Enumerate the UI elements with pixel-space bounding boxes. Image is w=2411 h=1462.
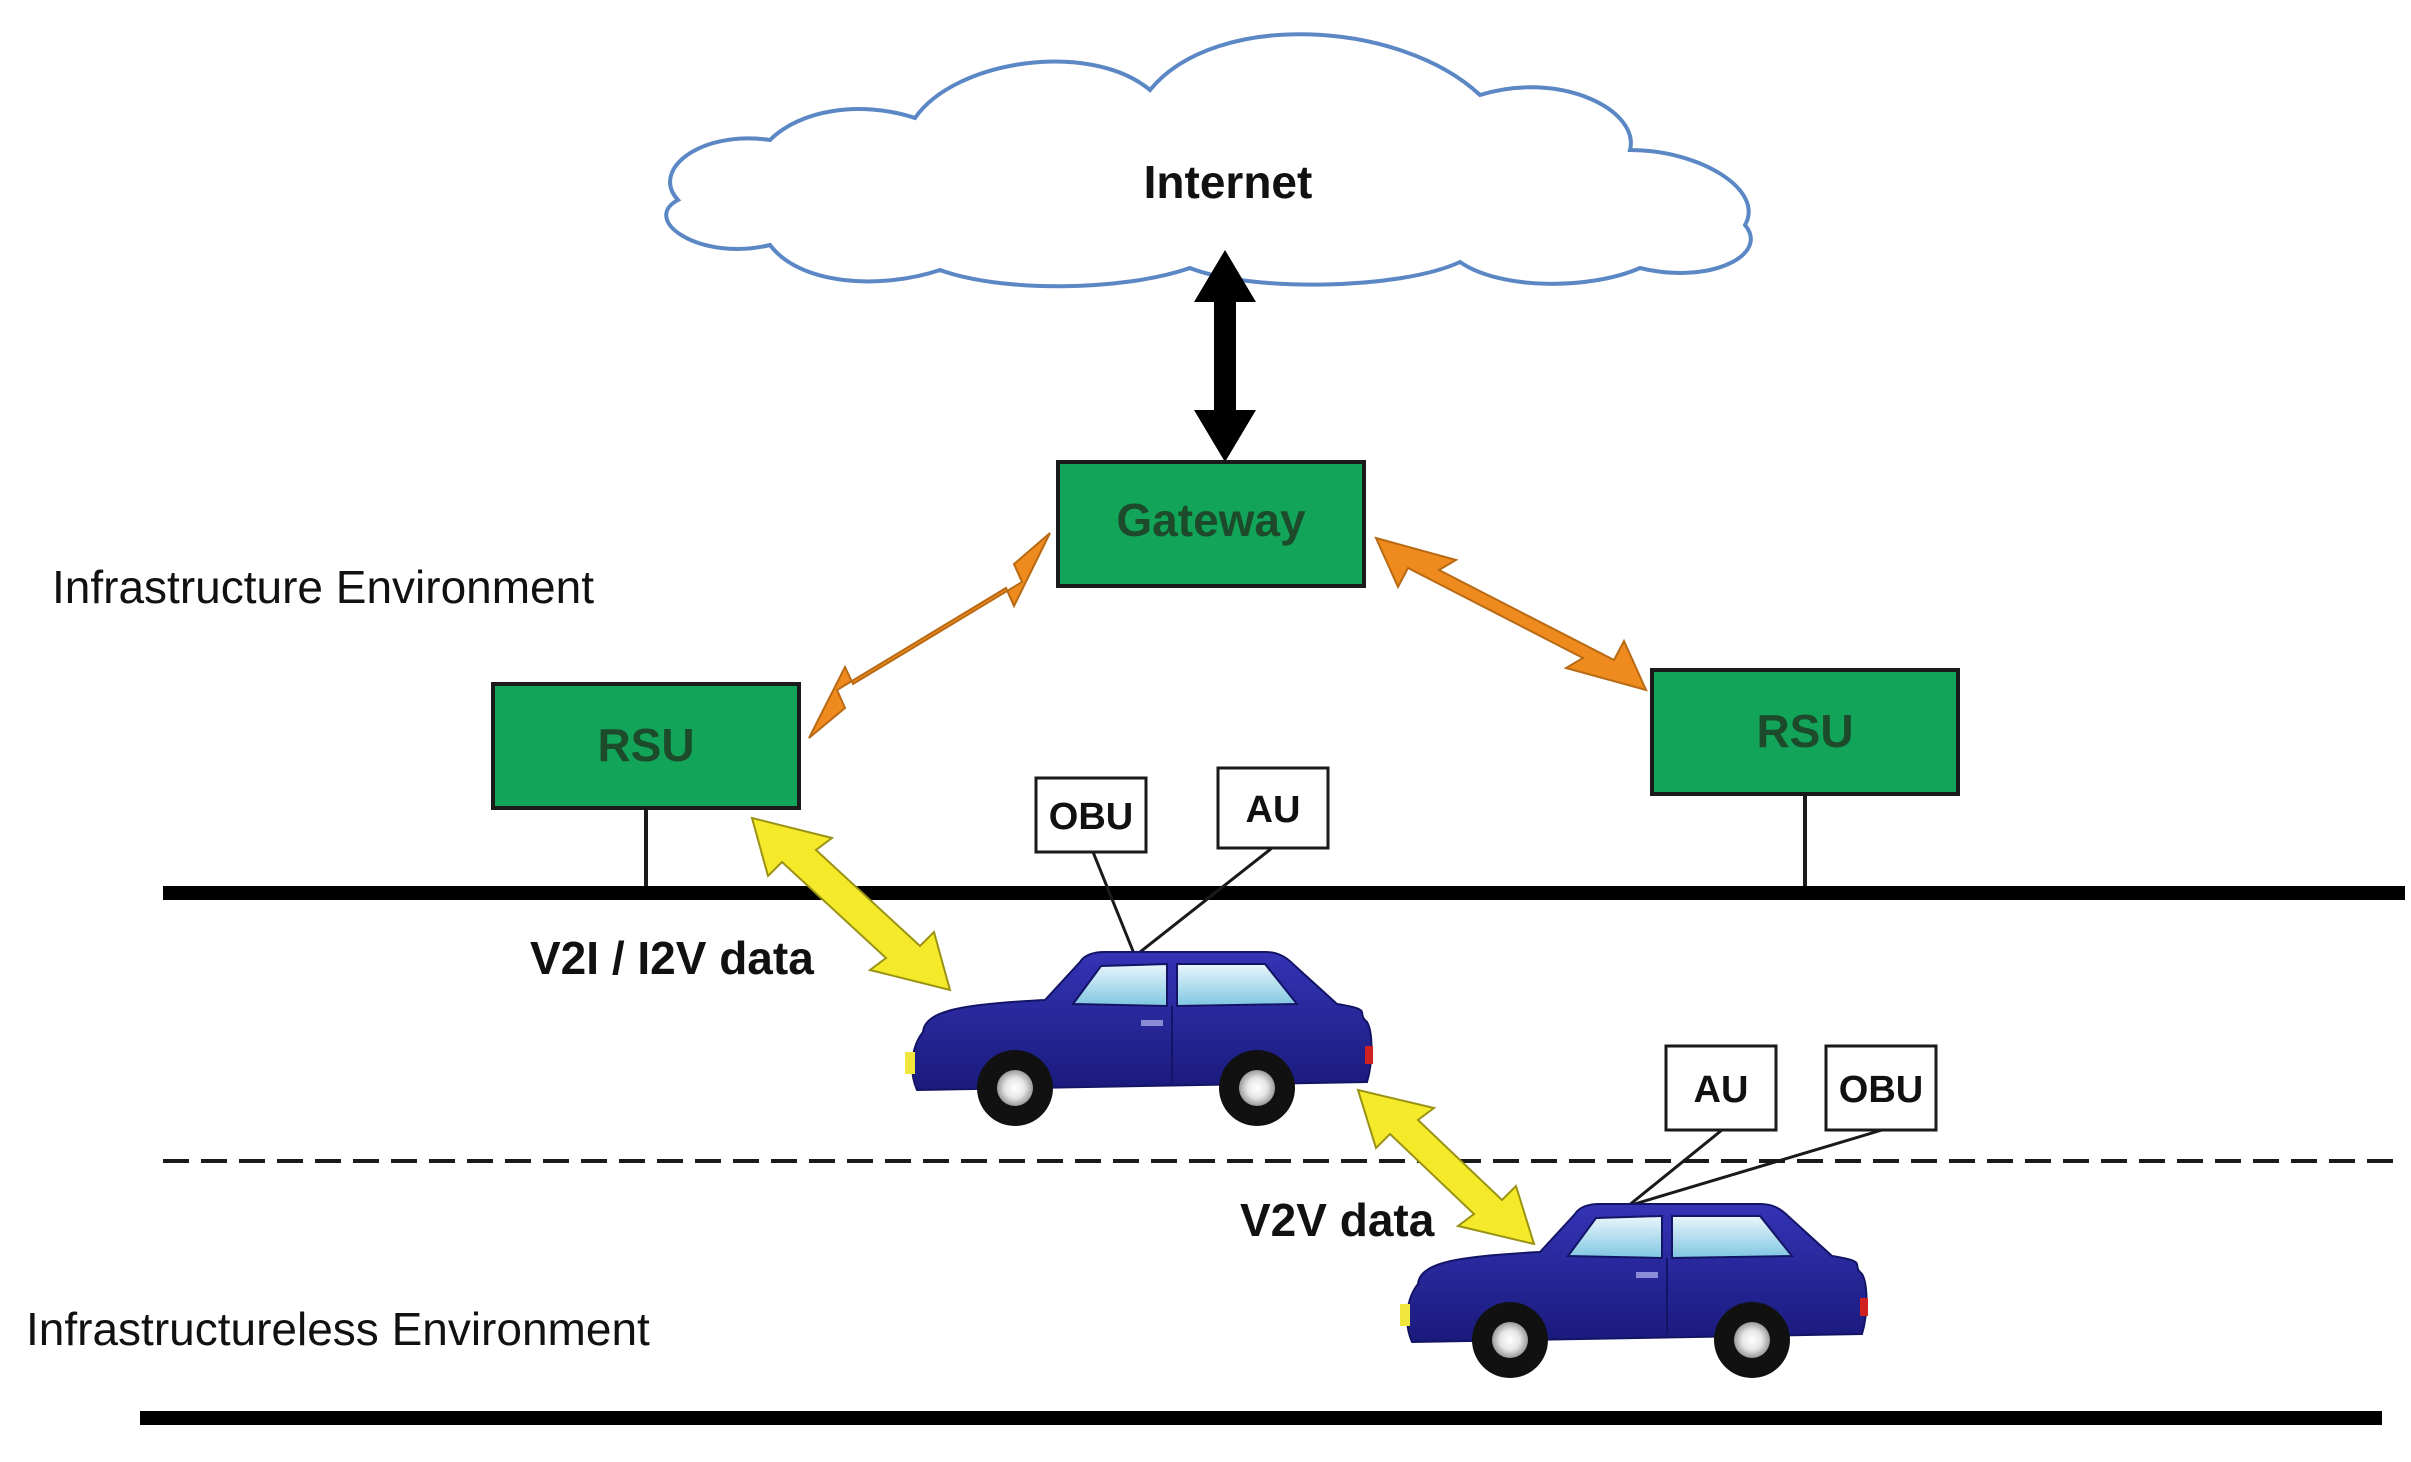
internet-gateway-arrow xyxy=(1194,250,1256,462)
v2v-arrow xyxy=(1356,1088,1536,1246)
infrastructure-environment-label: Infrastructure Environment xyxy=(52,561,594,613)
car-bottom-obu-label: OBU xyxy=(1839,1069,1923,1111)
rsu-left-node: RSU xyxy=(491,682,801,892)
v2i-label: V2I / I2V data xyxy=(530,932,814,984)
car-top-units: OBU AU xyxy=(1034,766,1330,958)
car-top-au-label: AU xyxy=(1246,789,1301,831)
v2i-arrow xyxy=(750,816,952,992)
car-bottom-au-label: AU xyxy=(1694,1069,1749,1111)
road-bottom-edge xyxy=(140,1411,2382,1425)
gateway-rsu-right-arrow xyxy=(1374,536,1648,692)
car-top-au-box xyxy=(1216,766,1330,850)
cloud-icon xyxy=(664,32,1753,289)
rsu-left-label: RSU xyxy=(597,719,694,771)
car-bottom xyxy=(1400,1203,1868,1378)
internet-label: Internet xyxy=(1144,156,1313,208)
car-bottom-au-box xyxy=(1664,1044,1778,1132)
infrastructureless-environment-label: Infrastructureless Environment xyxy=(26,1303,650,1355)
road-top-edge xyxy=(163,886,2405,900)
car-top xyxy=(905,951,1373,1126)
car-top-obu-box xyxy=(1034,776,1148,854)
rsu-right-label: RSU xyxy=(1756,705,1853,757)
rsu-right-node: RSU xyxy=(1650,668,1960,892)
car-bottom-obu-box xyxy=(1824,1044,1938,1132)
gateway-node: Gateway xyxy=(1056,460,1366,588)
gateway-label: Gateway xyxy=(1116,494,1306,546)
internet-cloud: Internet xyxy=(664,32,1753,289)
car-bottom-units: AU OBU xyxy=(1627,1044,1938,1208)
gateway-rsu-left-arrow xyxy=(808,532,1051,739)
car-top-obu-label: OBU xyxy=(1049,796,1133,838)
v2v-label: V2V data xyxy=(1240,1194,1435,1246)
